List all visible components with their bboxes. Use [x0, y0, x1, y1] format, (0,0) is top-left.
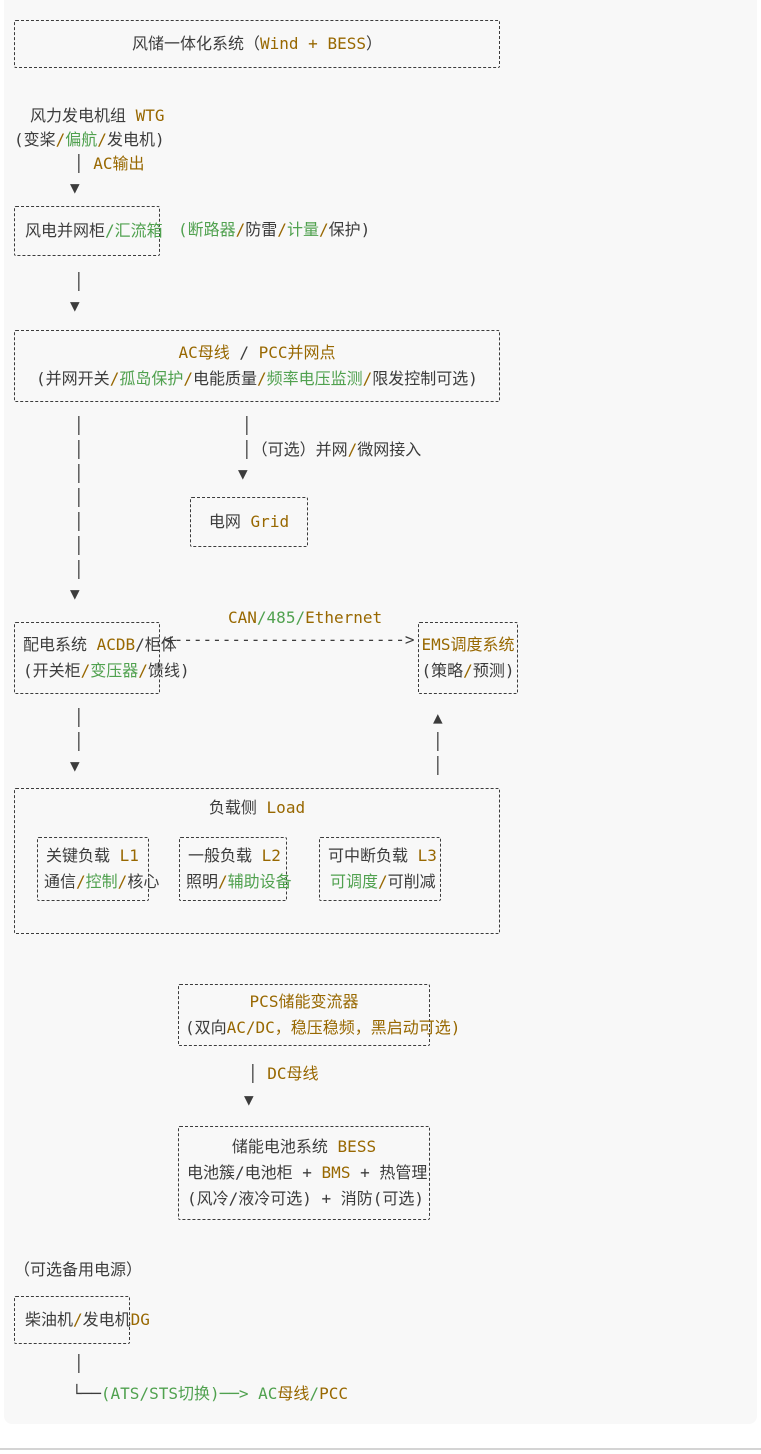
interruptible-load-box: 可中断负载 L3 可调度/可削减 [319, 837, 441, 901]
general-load-items: 照明/辅助设备 [186, 872, 292, 891]
connector-vbar: │ [74, 708, 84, 727]
connector-vbar: │ [433, 732, 443, 751]
ac-output-label: │ AC输出 [74, 154, 145, 173]
pcs-title: PCS储能变流器 [249, 992, 359, 1011]
ems-title: EMS调度系统 [421, 635, 515, 654]
acdb-title: 配电系统 ACDB/柜体 [23, 635, 177, 654]
critical-load-title: 关键负载 L1 [46, 846, 139, 865]
up-arrow-icon: ▲ [433, 708, 443, 727]
general-load-box: 一般负载 L2 照明/辅助设备 [179, 837, 292, 901]
connector-vbar: │ [74, 512, 84, 531]
bottom-divider [0, 1448, 761, 1450]
system-title-box: 风储一体化系统（Wind + BESS） [14, 20, 500, 68]
pcs-functions: (双向AC/DC，稳压稳频，黑启动可选) [185, 1018, 461, 1037]
down-arrow-icon: ▼ [70, 756, 80, 775]
load-title: 负载侧 Load [208, 798, 306, 817]
ac-bus-title: AC母线 / PCC并网点 [178, 343, 336, 362]
bess-box: 储能电池系统 BESS 电池簇/电池柜 + BMS + 热管理 (风冷/液冷可选… [178, 1126, 430, 1220]
grid-label: 电网 Grid [208, 512, 290, 531]
connector-vbar: │ [74, 464, 84, 483]
grid-box: 电网 Grid [190, 497, 308, 547]
down-arrow-icon: ▼ [238, 464, 248, 483]
connector-vbar: │ [74, 416, 84, 435]
ems-box: EMS调度系统 (策略/预测) [418, 622, 518, 694]
connector-vbar: │ [74, 272, 84, 291]
down-arrow-icon: ▼ [70, 178, 80, 197]
comm-protocol-label: CAN/485/Ethernet [228, 608, 383, 627]
wtg-components-label: (变桨/偏航/发电机) [14, 130, 165, 149]
cabinet-label: 风电并网柜/汇流箱 [25, 221, 163, 240]
diesel-generator-box: 柴油机/发电机DG [14, 1296, 150, 1344]
load-box: 负载侧 Load 关键负载 L1 通信/控制/核心 一般负载 L2 照明/辅助设… [14, 788, 500, 934]
connector-vbar: │ [433, 756, 443, 775]
wtg-label: 风力发电机组 WTG [30, 106, 165, 125]
diesel-generator-label: 柴油机/发电机DG [25, 1310, 150, 1329]
backup-power-label: （可选备用电源） [14, 1260, 143, 1279]
interruptible-load-items: 可调度/可削减 [330, 872, 436, 891]
cabinet-functions-label: (断路器/防雷/计量/保护) [178, 220, 371, 239]
bess-title: 储能电池系统 BESS [231, 1137, 377, 1156]
code-block [4, 0, 757, 1424]
ems-link-arrow: <------------------------> [164, 630, 415, 649]
bess-options: (风冷/液冷可选) + 消防(可选) [187, 1189, 425, 1208]
critical-load-box: 关键负载 L1 通信/控制/核心 [37, 837, 160, 901]
connector-vbar: │ [74, 1354, 84, 1373]
down-arrow-icon: ▼ [244, 1090, 254, 1109]
pcs-box: PCS储能变流器 (双向AC/DC，稳压稳频，黑启动可选) [178, 984, 461, 1046]
grid-connection-cabinet-box: 风电并网柜/汇流箱 [14, 206, 163, 256]
down-arrow-icon: ▼ [70, 296, 80, 315]
connector-vbar: │ [242, 416, 252, 435]
acdb-box: 配电系统 ACDB/柜体 (开关柜/变压器/馈线) [14, 622, 190, 694]
acdb-components: (开关柜/变压器/馈线) [23, 661, 190, 680]
bess-components: 电池簇/电池柜 + BMS + 热管理 [187, 1163, 428, 1182]
optional-grid-note: │（可选）并网/微网接入 [242, 440, 422, 459]
connector-vbar: │ [74, 732, 84, 751]
ems-functions: (策略/预测) [421, 661, 515, 680]
connector-vbar: │ [74, 440, 84, 459]
down-arrow-icon: ▼ [70, 584, 80, 603]
connector-vbar: │ [74, 536, 84, 555]
connector-vbar: │ [74, 488, 84, 507]
dc-bus-label: │ DC母线 [248, 1064, 319, 1083]
general-load-title: 一般负载 L2 [188, 846, 281, 865]
interruptible-load-title: 可中断负载 L3 [328, 846, 437, 865]
ac-bus-box: AC母线 / PCC并网点 (并网开关/孤岛保护/电能质量/频率电压监测/限发控… [14, 330, 500, 402]
critical-load-items: 通信/控制/核心 [44, 872, 160, 891]
ats-switch-line: └──(ATS/STS切换)──> AC母线/PCC [72, 1384, 348, 1403]
ac-bus-functions: (并网开关/孤岛保护/电能质量/频率电压监测/限发控制可选) [36, 369, 478, 388]
connector-vbar: │ [74, 560, 84, 579]
system-title: 风储一体化系统（Wind + BESS） [132, 34, 382, 53]
